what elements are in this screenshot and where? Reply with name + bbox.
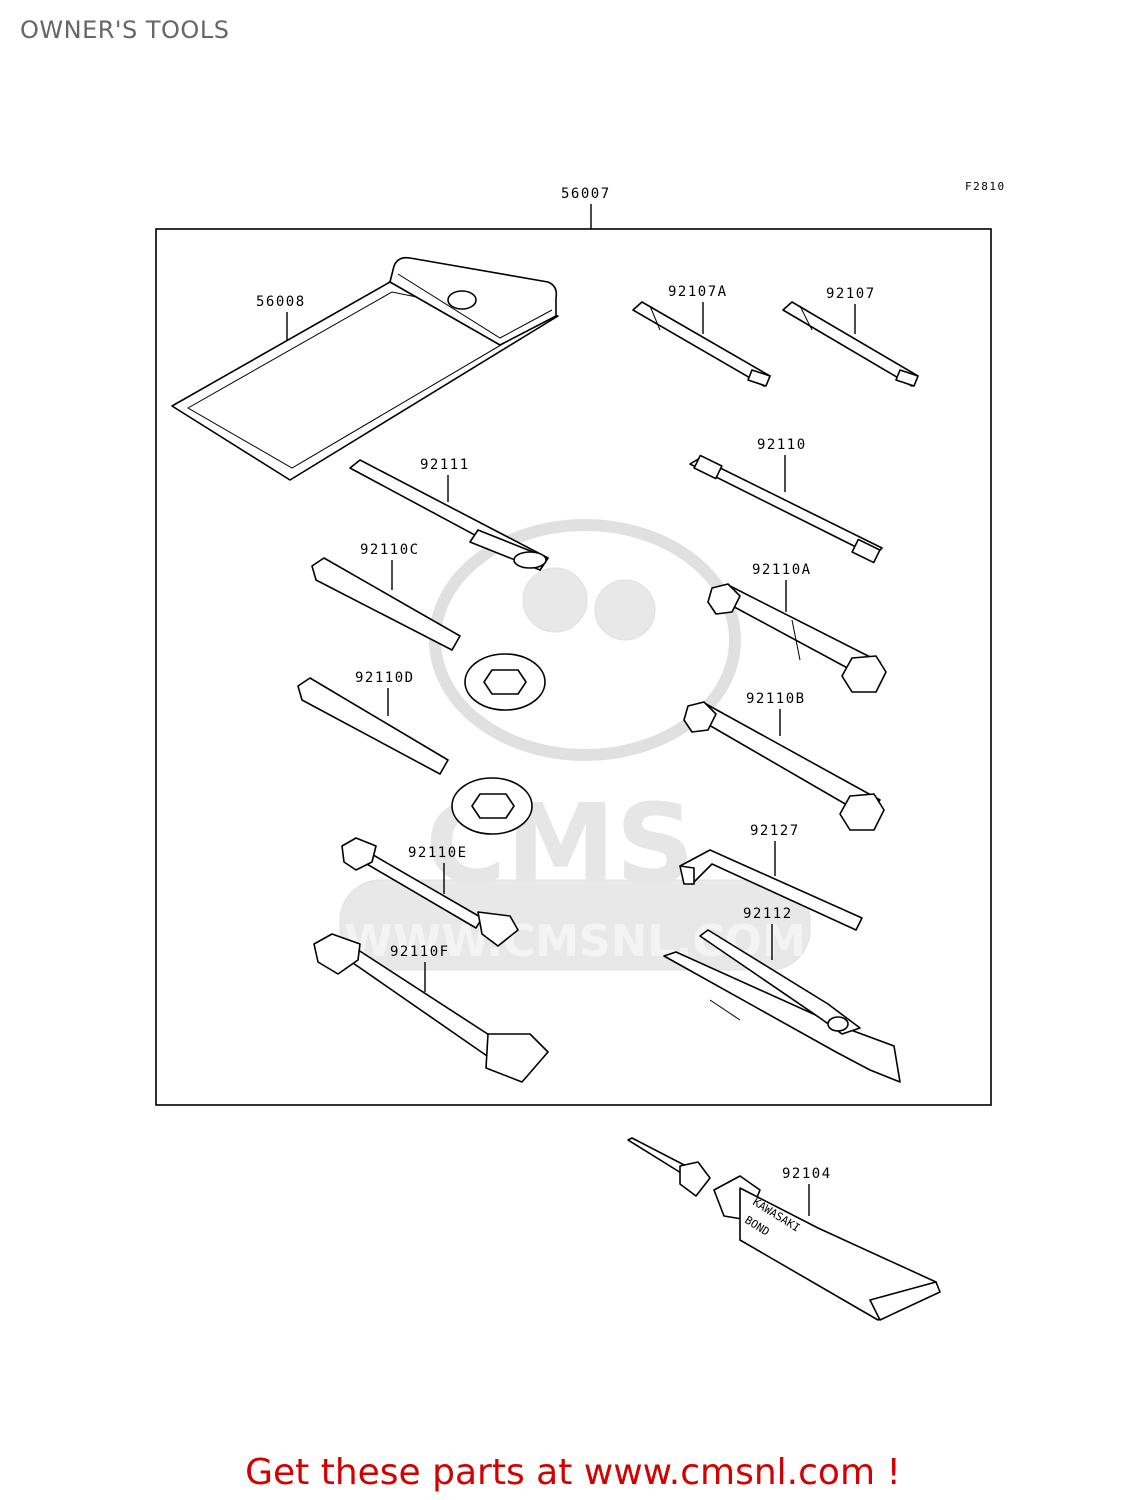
label-92110a: 92110A <box>752 562 812 578</box>
parts-diagram: CMS WWW.CMSNL.COM F2810 56007 56008 9210… <box>155 180 1006 1321</box>
svg-text:WWW.CMSNL.COM: WWW.CMSNL.COM <box>344 916 806 967</box>
box-wrench-a[interactable] <box>707 583 887 693</box>
hex-key[interactable] <box>679 849 863 931</box>
ring-wrench-d[interactable] <box>297 677 533 835</box>
label-92110f: 92110F <box>390 944 450 960</box>
figure-code: F2810 <box>965 180 1006 193</box>
label-92110c: 92110C <box>360 542 420 558</box>
label-92112: 92112 <box>743 906 793 922</box>
ring-wrench-c[interactable] <box>311 557 546 711</box>
tool-bag[interactable] <box>171 256 559 481</box>
label-92107: 92107 <box>826 286 876 302</box>
handle-92110[interactable] <box>689 454 883 564</box>
kit-label: 56007 <box>561 186 611 202</box>
label-92107a: 92107A <box>668 284 728 300</box>
label-92111: 92111 <box>420 457 470 473</box>
label-92110d: 92110D <box>355 670 415 686</box>
label-92127: 92127 <box>750 823 800 839</box>
box-wrench-b[interactable] <box>683 701 885 831</box>
label-56008: 56008 <box>256 294 306 310</box>
screwdriver-bit-a[interactable] <box>632 301 771 387</box>
kit-box <box>155 228 992 1106</box>
tool-92111[interactable] <box>349 459 549 571</box>
screwdriver-bit[interactable] <box>782 301 919 387</box>
label-92104: 92104 <box>782 1166 832 1182</box>
label-92110b: 92110B <box>746 691 806 707</box>
label-92110: 92110 <box>757 437 807 453</box>
page-title: OWNER'S TOOLS <box>20 16 230 44</box>
pliers[interactable] <box>663 929 901 1083</box>
label-92110e: 92110E <box>408 845 468 861</box>
open-wrench-e[interactable] <box>341 837 519 947</box>
footer-ad-link[interactable]: Get these parts at www.cmsnl.com ! <box>245 1452 901 1493</box>
open-wrench-f[interactable] <box>313 933 549 1083</box>
